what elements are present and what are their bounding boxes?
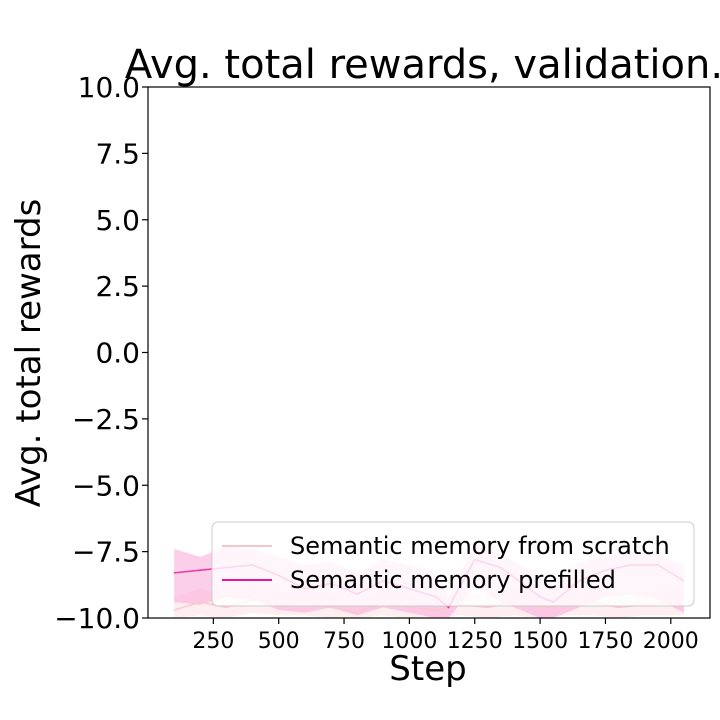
- y-tick-label: −5.0: [72, 469, 140, 502]
- x-tick-label: 2000: [643, 629, 699, 654]
- data-point: [487, 606, 489, 609]
- x-tick-label: 750: [323, 629, 365, 654]
- legend-box: [211, 521, 695, 607]
- y-tick-label: 2.5: [95, 270, 140, 303]
- data-point: [330, 606, 332, 609]
- data-point: [173, 572, 175, 574]
- data-point: [408, 606, 411, 609]
- data-point: [539, 606, 541, 609]
- x-tick-label: 250: [192, 629, 234, 654]
- x-tick-label: 1500: [512, 629, 568, 654]
- y-tick-label: 0.0: [95, 337, 140, 370]
- data-point: [173, 609, 175, 611]
- x-tick-label: 500: [258, 629, 300, 654]
- y-tick-label: −7.5: [72, 536, 140, 569]
- y-axis: 10.0 7.5 5.0 2.5 0.0 −2.5 −5.0 −7.5 −10.0: [54, 71, 148, 635]
- y-tick-label: −2.5: [72, 403, 140, 436]
- x-tick-label: 1000: [381, 629, 437, 654]
- x-axis: 250 500 750 1000 1250 1500 1750 2000: [192, 618, 699, 654]
- y-axis-label: Avg. total rewards: [9, 199, 49, 508]
- data-point: [356, 611, 358, 614]
- data-point: [199, 569, 202, 572]
- y-tick-label: 7.5: [95, 137, 140, 170]
- x-tick-label: 1750: [577, 629, 633, 654]
- data-point: [447, 606, 450, 609]
- data-point: [434, 609, 437, 611]
- data-point: [617, 606, 620, 609]
- legend-label: Semantic memory from scratch: [290, 532, 670, 560]
- x-axis-label: Step: [389, 649, 466, 689]
- data-point: [199, 601, 202, 603]
- legend-label: Semantic memory prefilled: [290, 566, 616, 594]
- y-tick-label: −10.0: [54, 602, 140, 635]
- x-tick-label: 1250: [447, 629, 503, 654]
- chart-title: Avg. total rewards, validation.: [125, 42, 720, 88]
- y-tick-label: 10.0: [78, 71, 140, 104]
- y-tick-label: 5.0: [95, 204, 140, 237]
- data-point: [225, 606, 228, 609]
